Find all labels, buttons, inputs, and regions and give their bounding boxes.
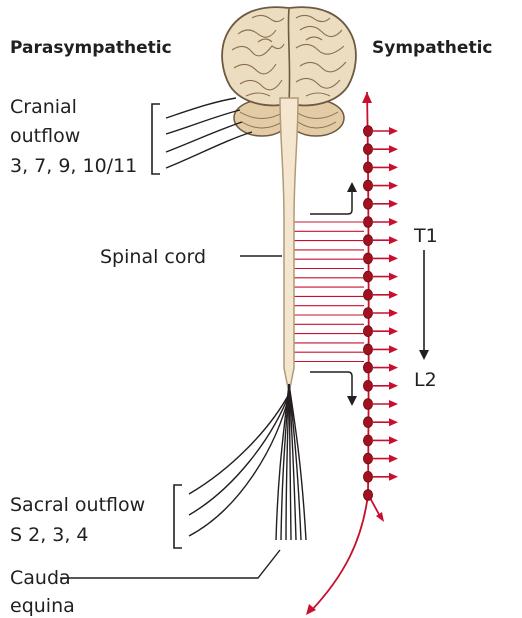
ramus-arrowhead bbox=[389, 345, 398, 353]
trunk-top-arrowhead bbox=[362, 92, 372, 103]
cranial-label-line1: Cranial bbox=[10, 96, 77, 118]
l2-outflow-arrowhead bbox=[347, 396, 357, 406]
ramus-arrowhead bbox=[389, 236, 398, 244]
sympathetic-ganglion bbox=[363, 126, 372, 137]
l2-outflow-arrow bbox=[310, 372, 352, 398]
trunk-bottom-arrowhead bbox=[306, 604, 316, 615]
preganglionic-fibres bbox=[294, 222, 364, 362]
sympathetic-ganglion bbox=[363, 235, 372, 246]
ramus-arrowhead bbox=[389, 200, 398, 208]
ramus-arrowhead bbox=[389, 145, 398, 153]
ramus-arrowhead bbox=[389, 382, 398, 390]
sympathetic-ganglion bbox=[363, 380, 372, 391]
spinal-cord-label: Spinal cord bbox=[100, 246, 206, 268]
sympathetic-ganglion bbox=[363, 326, 372, 337]
ramus-arrowhead bbox=[389, 182, 398, 190]
ramus-arrowhead bbox=[389, 291, 398, 299]
sympathetic-ganglion bbox=[363, 417, 372, 428]
ramus-arrowhead bbox=[389, 218, 398, 226]
sympathetic-ganglion bbox=[363, 144, 372, 155]
sympathetic-ganglion bbox=[363, 180, 372, 191]
cauda-label-line1: Cauda bbox=[10, 567, 71, 589]
cauda-equina-leader bbox=[60, 550, 280, 578]
sacral-bracket bbox=[174, 485, 182, 548]
ramus-arrowhead bbox=[389, 473, 398, 481]
t1-outflow-arrowhead bbox=[347, 182, 357, 192]
trunk-bottom-curve bbox=[310, 495, 368, 612]
cranial-nerve-numbers: 3, 7, 9, 10/11 bbox=[10, 155, 137, 177]
ramus-arrowhead bbox=[389, 127, 398, 135]
t1-to-l2-arrowhead bbox=[419, 350, 429, 360]
ramus-arrowhead bbox=[389, 327, 398, 335]
sympathetic-ganglion bbox=[363, 344, 372, 355]
l2-label: L2 bbox=[414, 369, 437, 391]
ramus-arrowhead bbox=[389, 273, 398, 281]
ramus-arrowhead bbox=[389, 455, 398, 463]
spinal-cord-illustration bbox=[189, 98, 306, 540]
cauda-label-line2: equina bbox=[10, 595, 75, 617]
ramus-arrowhead bbox=[389, 418, 398, 426]
sympathetic-ganglion bbox=[363, 217, 372, 228]
sympathetic-ganglion bbox=[363, 453, 372, 464]
sympathetic-ganglion bbox=[363, 198, 372, 209]
sympathetic-ganglion bbox=[363, 471, 372, 482]
sympathetic-ganglion bbox=[363, 362, 372, 373]
t1-outflow-arrow bbox=[310, 190, 352, 214]
sacral-label-line1: Sacral outflow bbox=[10, 494, 145, 516]
t1-label: T1 bbox=[413, 225, 438, 247]
sympathetic-ganglion bbox=[363, 399, 372, 410]
ramus-arrowhead bbox=[389, 163, 398, 171]
ramus-arrowhead bbox=[389, 364, 398, 372]
cranial-bracket bbox=[152, 104, 160, 174]
ramus-arrowhead bbox=[389, 400, 398, 408]
sympathetic-ganglion bbox=[363, 253, 372, 264]
sympathetic-ganglion bbox=[363, 308, 372, 319]
spinal-cord bbox=[280, 98, 298, 388]
sympathetic-ganglion bbox=[363, 271, 372, 282]
sacral-segments-label: S 2, 3, 4 bbox=[10, 524, 89, 546]
sympathetic-ganglion bbox=[363, 162, 372, 173]
sympathetic-heading: Sympathetic bbox=[372, 38, 492, 58]
parasympathetic-heading: Parasympathetic bbox=[10, 38, 172, 58]
sympathetic-ganglion bbox=[363, 435, 372, 446]
ramus-arrowhead bbox=[389, 254, 398, 262]
cranial-label-line2: outflow bbox=[10, 125, 80, 147]
sympathetic-trunk bbox=[306, 92, 398, 615]
ramus-arrowhead bbox=[389, 436, 398, 444]
sacral-outflow-nerves bbox=[189, 392, 290, 536]
bottom-branch-arrowhead bbox=[376, 512, 384, 522]
ramus-arrowhead bbox=[389, 309, 398, 317]
sympathetic-ganglion bbox=[363, 490, 372, 501]
sympathetic-ganglion bbox=[363, 289, 372, 300]
